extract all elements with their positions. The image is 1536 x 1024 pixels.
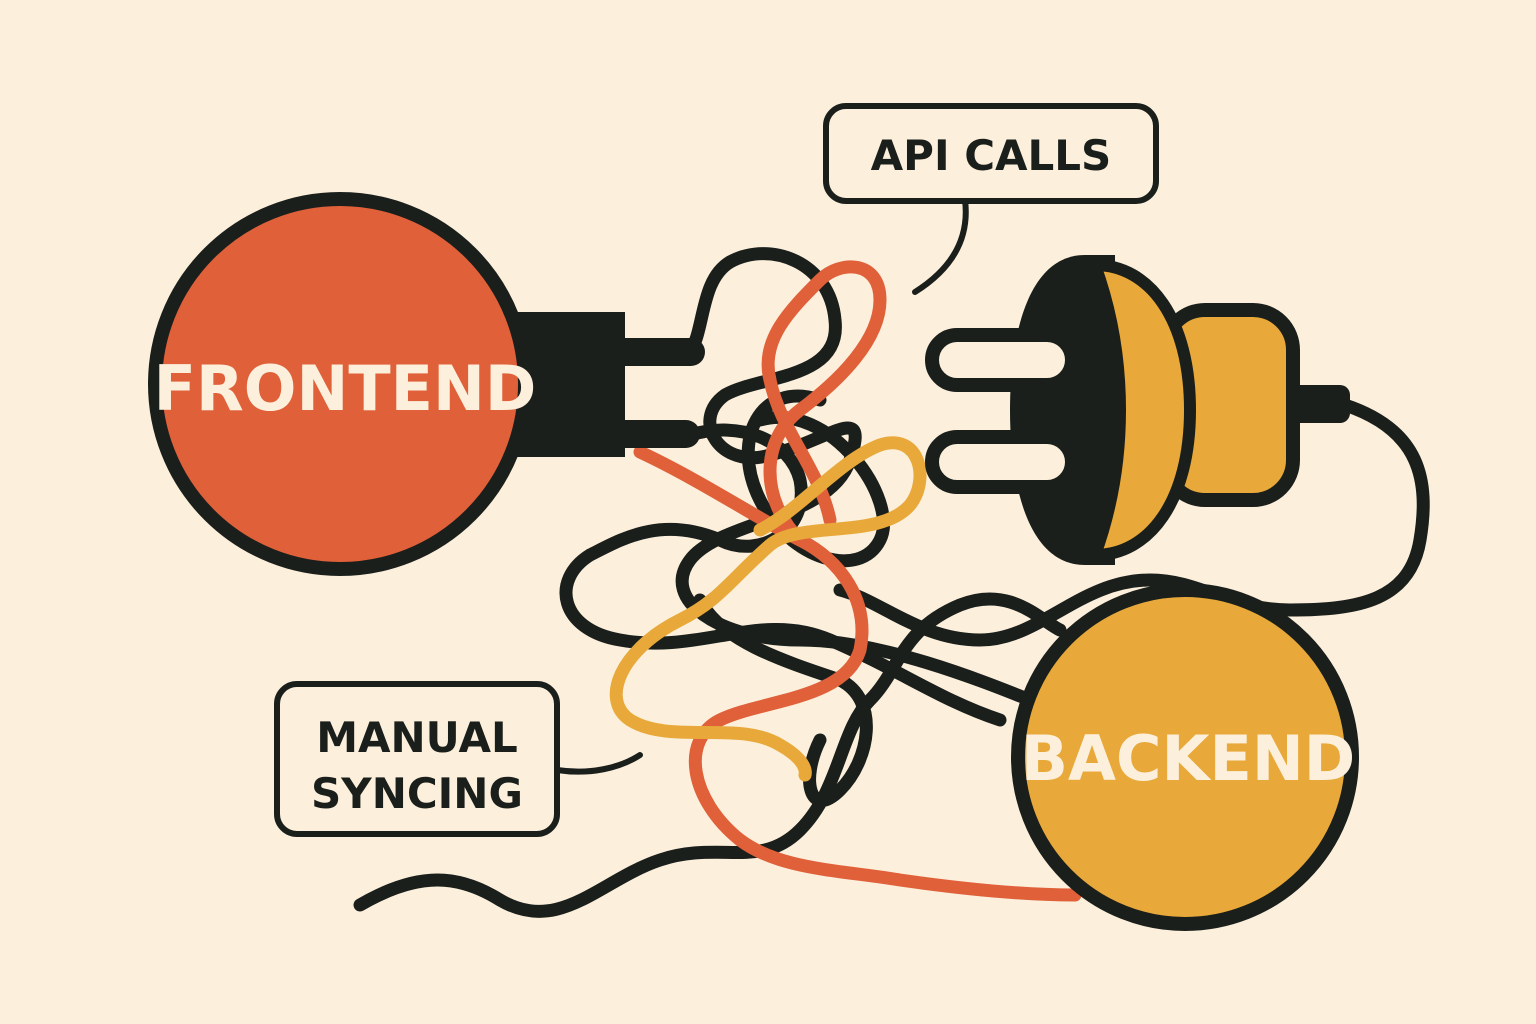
api-calls-pointer	[912, 197, 969, 295]
wire-black-1	[675, 247, 1037, 707]
frontend-label: FRONTEND	[154, 352, 537, 425]
manual-syncing-pointer	[554, 752, 643, 775]
wire-black-2	[559, 423, 1007, 727]
backend-label: BACKEND	[1021, 722, 1356, 795]
manual-syncing-line2: SYNCING	[311, 769, 523, 818]
api-calls-label: API CALLS	[871, 131, 1112, 180]
frontend-circle	[148, 192, 532, 576]
manual-syncing-callout: MANUAL SYNCING	[274, 681, 643, 837]
backend-circle	[1011, 583, 1359, 931]
api-calls-callout: API CALLS	[823, 103, 1159, 295]
manual-syncing-line1: MANUAL	[316, 713, 518, 762]
frontend-node: FRONTEND	[148, 192, 705, 576]
api-calls-box	[823, 103, 1159, 204]
wire-black-tail	[353, 592, 1067, 918]
wire-yellow-1	[609, 436, 927, 782]
wire-orange-1	[633, 445, 1082, 902]
plug-socket-icon	[925, 255, 1350, 565]
wire-black-4	[693, 593, 873, 807]
wire-orange-2	[761, 260, 887, 547]
backend-node: BACKEND	[1011, 583, 1359, 931]
manual-syncing-box	[274, 681, 560, 837]
